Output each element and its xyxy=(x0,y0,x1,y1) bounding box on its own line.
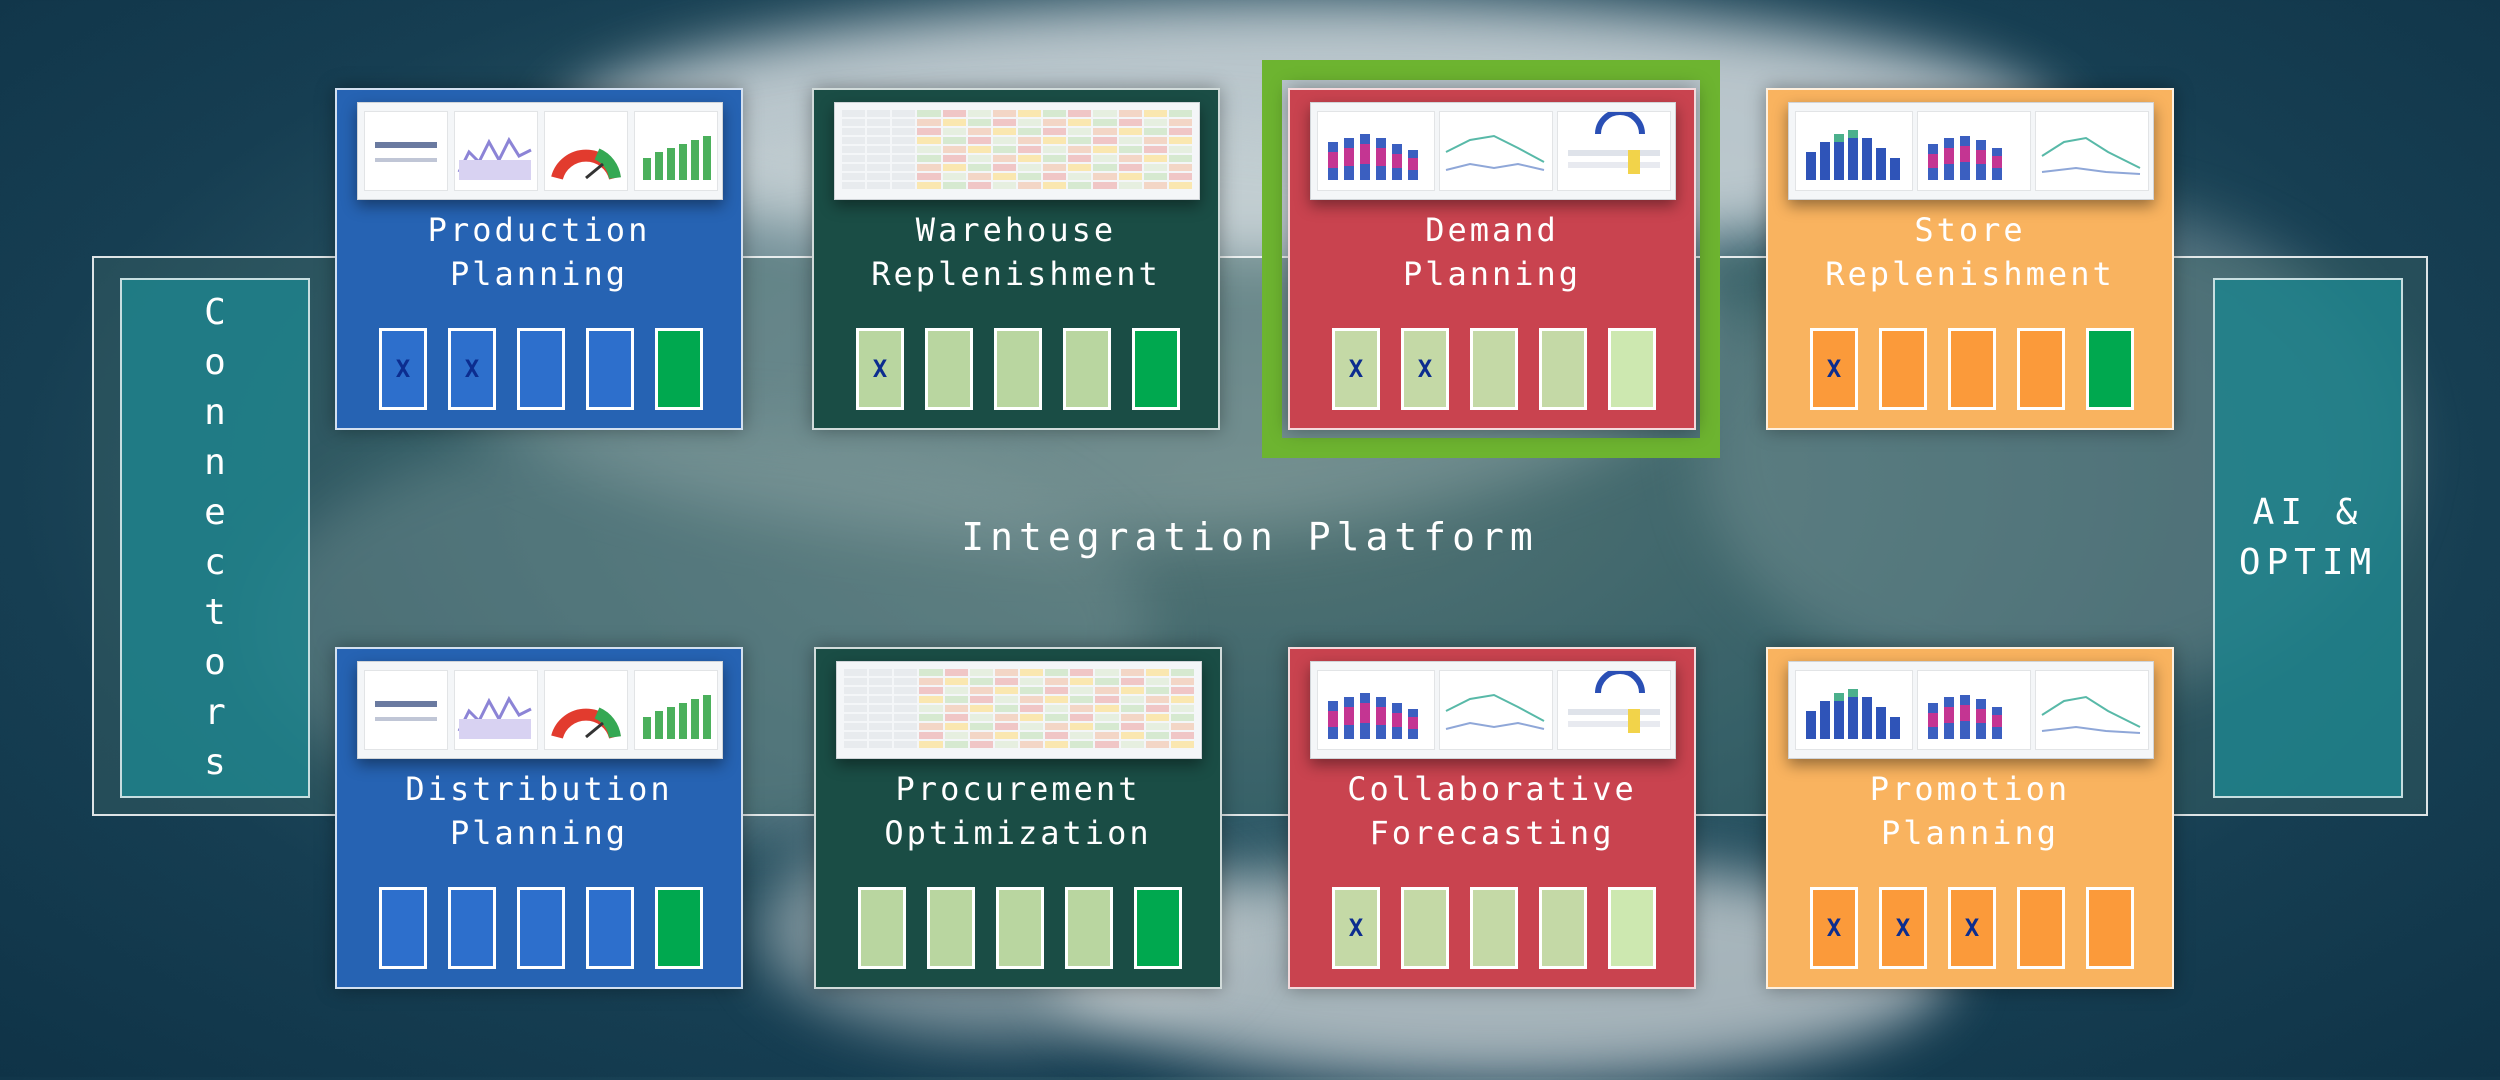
module-title: Distribution Planning xyxy=(405,770,673,852)
status-box[interactable] xyxy=(2017,887,2065,969)
status-box[interactable]: X xyxy=(379,328,427,410)
status-box[interactable]: X xyxy=(1401,328,1449,410)
status-box[interactable] xyxy=(1948,328,1996,410)
status-box[interactable] xyxy=(927,887,975,969)
dashboard-thumbnail xyxy=(357,661,723,759)
status-box[interactable] xyxy=(1539,328,1587,410)
status-box[interactable]: X xyxy=(1810,887,1858,969)
ai-optim-panel[interactable]: AI & OPTIM xyxy=(2213,278,2403,798)
status-box[interactable]: X xyxy=(1810,328,1858,410)
status-box[interactable] xyxy=(1879,328,1927,410)
status-box[interactable] xyxy=(379,887,427,969)
status-box-row xyxy=(858,887,1188,971)
status-box-row xyxy=(379,887,709,971)
status-box[interactable] xyxy=(655,328,703,410)
module-card-distribution-planning[interactable]: Distribution Planning xyxy=(335,647,743,989)
dashboard-thumbnail xyxy=(357,102,723,200)
status-box-row: X xyxy=(1810,328,2140,412)
module-title: Collaborative Forecasting xyxy=(1347,770,1637,852)
status-box[interactable] xyxy=(1134,887,1182,969)
dashboard-thumbnail xyxy=(1788,661,2154,759)
status-box[interactable]: X xyxy=(448,328,496,410)
status-box[interactable] xyxy=(1608,328,1656,410)
status-box[interactable] xyxy=(1401,887,1449,969)
status-box[interactable]: X xyxy=(1879,887,1927,969)
status-box[interactable]: X xyxy=(1332,887,1380,969)
connectors-panel[interactable]: Connectors xyxy=(120,278,310,798)
module-title: Procurement Optimization xyxy=(884,770,1152,852)
dashboard-thumbnail xyxy=(1788,102,2154,200)
status-box[interactable] xyxy=(1539,887,1587,969)
status-box[interactable] xyxy=(517,887,565,969)
status-box[interactable] xyxy=(1065,887,1113,969)
dashboard-thumbnail xyxy=(834,102,1200,200)
dashboard-thumbnail xyxy=(836,661,1202,759)
status-box-row: X xyxy=(856,328,1186,412)
status-box[interactable]: X xyxy=(856,328,904,410)
status-box[interactable] xyxy=(1063,328,1111,410)
status-box[interactable] xyxy=(994,328,1042,410)
dashboard-thumbnail xyxy=(1310,661,1676,759)
status-box[interactable] xyxy=(1470,328,1518,410)
status-box[interactable] xyxy=(2086,328,2134,410)
status-box[interactable] xyxy=(655,887,703,969)
ai-optim-label: AI & OPTIM xyxy=(2238,492,2378,583)
status-box[interactable] xyxy=(586,328,634,410)
status-box[interactable] xyxy=(1608,887,1656,969)
module-title: Warehouse Replenishment xyxy=(871,211,1161,293)
status-box[interactable] xyxy=(925,328,973,410)
status-box[interactable]: X xyxy=(1948,887,1996,969)
platform-label: Integration Platform xyxy=(961,515,1539,559)
module-title: Promotion Planning xyxy=(1869,770,2071,852)
status-box[interactable] xyxy=(586,887,634,969)
selected-module-highlight xyxy=(1262,60,1720,458)
status-box[interactable] xyxy=(448,887,496,969)
status-box-row: X xyxy=(1332,887,1662,971)
status-box[interactable] xyxy=(1470,887,1518,969)
status-box[interactable] xyxy=(2086,887,2134,969)
status-box[interactable] xyxy=(1132,328,1180,410)
module-title: Demand Planning xyxy=(1402,211,1582,293)
status-box[interactable] xyxy=(858,887,906,969)
dashboard-thumbnail xyxy=(1310,102,1676,200)
module-title: Store Replenishment xyxy=(1825,211,2115,293)
status-box[interactable] xyxy=(517,328,565,410)
status-box[interactable]: X xyxy=(1332,328,1380,410)
module-title: Production Planning xyxy=(427,211,651,293)
status-box[interactable] xyxy=(2017,328,2065,410)
status-box[interactable] xyxy=(996,887,1044,969)
connectors-label: Connectors xyxy=(204,292,226,783)
module-card-procurement-optimization[interactable]: Procurement Optimization xyxy=(814,647,1222,989)
